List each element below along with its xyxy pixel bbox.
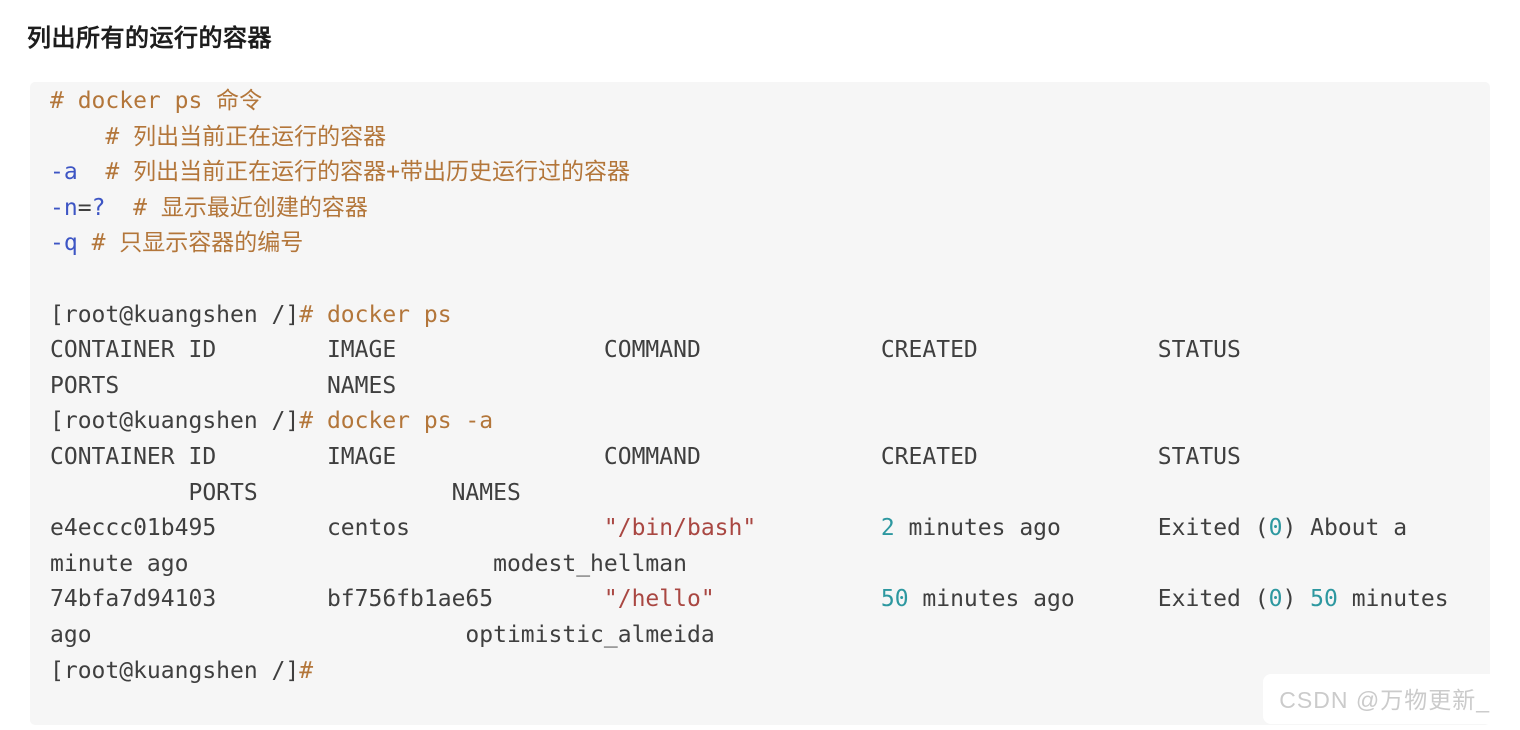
code-line: e4eccc01b495 centos "/bin/bash" 2 minute… bbox=[50, 515, 1408, 542]
code-line: -a # 列出当前正在运行的容器+带出历史运行过的容器 bbox=[50, 159, 630, 186]
code-line: 74bfa7d94103 bf756fb1ae65 "/hello" 50 mi… bbox=[50, 586, 1449, 613]
code-line: -q # 只显示容器的编号 bbox=[50, 230, 304, 257]
watermark-text: CSDN @万物更新_ bbox=[1279, 687, 1490, 713]
code-line: # docker ps 命令 bbox=[50, 88, 263, 114]
code-line: [root@kuangshen /]# bbox=[50, 657, 314, 684]
code-line: # 列出当前正在运行的容器 bbox=[50, 123, 387, 150]
code-line: [root@kuangshen /]# docker ps -a bbox=[50, 408, 494, 435]
code-line: ago optimistic_almeida bbox=[50, 621, 715, 648]
code-line: PORTS NAMES bbox=[50, 479, 521, 506]
code-line: PORTS NAMES bbox=[50, 372, 397, 399]
code-line: CONTAINER ID IMAGE COMMAND CREATED STATU… bbox=[50, 337, 1241, 364]
code-line bbox=[50, 262, 1470, 298]
code-line: -n=? # 显示最近创建的容器 bbox=[50, 194, 368, 221]
code-line: [root@kuangshen /]# docker ps bbox=[50, 301, 452, 328]
page-title: 列出所有的运行的容器 bbox=[27, 25, 272, 52]
csdn-watermark: CSDN @万物更新_ bbox=[1263, 674, 1506, 724]
code-block: # docker ps 命令 # 列出当前正在运行的容器 -a # 列出当前正在运… bbox=[30, 82, 1490, 726]
code-line: minute ago modest_hellman bbox=[50, 550, 687, 577]
code-line: CONTAINER ID IMAGE COMMAND CREATED STATU… bbox=[50, 443, 1241, 470]
